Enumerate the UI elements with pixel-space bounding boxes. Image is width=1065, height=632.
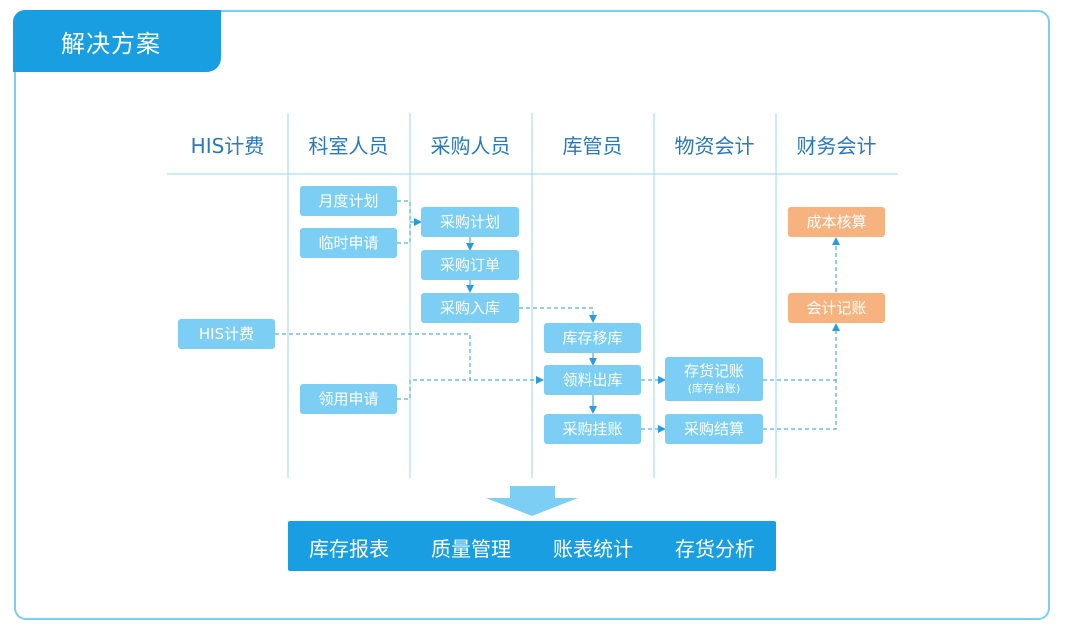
node-inventory-record-sublabel: (库存台账)	[687, 382, 741, 395]
node-monthly-plan: 月度计划	[300, 186, 397, 216]
column-header-department: 科室人员	[308, 134, 389, 158]
output-inventory-report: 库存报表	[309, 537, 389, 561]
output-inventory-analysis: 存货分析	[675, 537, 755, 561]
node-inventory-record-label: 存货记账	[683, 362, 744, 380]
node-purchase-in: 采购入库	[421, 293, 519, 323]
column-header-purchasing: 采购人员	[430, 134, 511, 158]
node-stock-transfer: 库存移库	[544, 323, 641, 353]
node-his-billing: HIS计费	[178, 319, 275, 349]
section-title: 解决方案	[61, 30, 161, 58]
node-purchase-order: 采购订单	[421, 250, 519, 280]
output-bar: 库存报表 质量管理 账表统计 存货分析	[288, 521, 776, 571]
output-quality-management: 质量管理	[431, 537, 511, 561]
node-material-out: 领料出库	[544, 365, 641, 395]
node-inventory-record: 存货记账 (库存台账)	[665, 357, 763, 401]
node-temp-request: 临时申请	[300, 228, 397, 258]
output-account-statistics: 账表统计	[553, 537, 633, 561]
column-header-warehouse: 库管员	[562, 134, 623, 158]
column-header-his: HIS计费	[190, 134, 265, 158]
node-cost-accounting: 成本核算	[788, 207, 885, 237]
node-purchase-credit: 采购挂账	[544, 414, 641, 444]
outer-frame	[14, 10, 1050, 620]
column-header-material-accounting: 物资会计	[674, 134, 755, 158]
node-purchase-settle: 采购结算	[665, 414, 763, 444]
column-header-financial-accounting: 财务会计	[796, 134, 877, 158]
node-purchase-plan: 采购计划	[421, 207, 519, 237]
node-use-request: 领用申请	[300, 384, 397, 414]
section-title-tab: 解决方案	[13, 10, 221, 72]
node-accounting-record: 会计记账	[788, 293, 885, 323]
